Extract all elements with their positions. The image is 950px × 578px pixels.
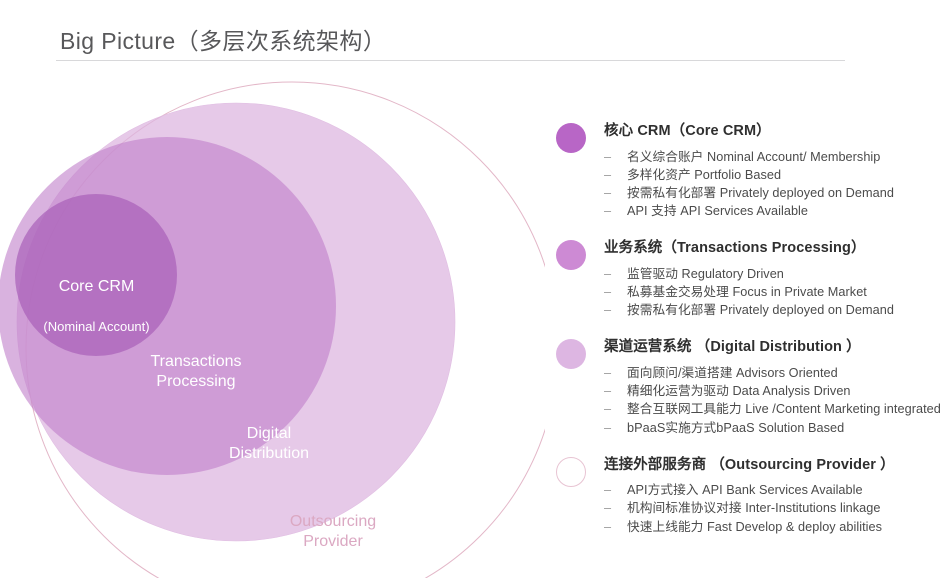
legend-list-item: –私募基金交易处理 Focus in Private Market [604, 283, 950, 301]
bullet-dash-icon: – [604, 365, 612, 380]
legend-heading: 渠道运营系统 （Digital Distribution ） [604, 339, 861, 356]
legend-group: 业务系统（Transactions Processing）–监管驱动 Regul… [556, 233, 950, 319]
nested-circles-diagram: Core CRM (Nominal Account) Transactions … [0, 62, 545, 578]
legend-heading: 核心 CRM（Core CRM） [604, 123, 771, 139]
legend-list-item: –按需私有化部署 Privately deployed on Demand [604, 184, 950, 202]
bullet-dash-icon: – [604, 384, 612, 399]
legend-group: 渠道运营系统 （Digital Distribution ）–面向顾问/渠道搭建… [556, 332, 950, 436]
legend-list-item-text: 面向顾问/渠道搭建 Advisors Oriented [627, 365, 838, 380]
legend-list-item: –名义综合账户 Nominal Account/ Membership [604, 148, 950, 166]
legend-heading: 连接外部服务商 （Outsourcing Provider ） [604, 456, 895, 473]
legend-list-item-text: 整合互联网工具能力 Live /Content Marketing integr… [627, 402, 941, 417]
legend-list-item-text: 按需私有化部署 Privately deployed on Demand [627, 185, 894, 200]
legend-list-item: –监管驱动 Regulatory Driven [604, 265, 950, 283]
circle-core-crm [15, 194, 177, 356]
bullet-dash-icon: – [604, 402, 612, 417]
bullet-dash-icon: – [604, 519, 612, 534]
bullet-dash-icon: – [604, 149, 612, 164]
bullet-dash-icon: – [604, 285, 612, 300]
legend-list-item-text: API方式接入 API Bank Services Available [627, 483, 863, 498]
legend-item-list: –API方式接入 API Bank Services Available–机构间… [604, 481, 950, 536]
legend-list-item: –整合互联网工具能力 Live /Content Marketing integ… [604, 400, 950, 418]
legend-item-list: –名义综合账户 Nominal Account/ Membership–多样化资… [604, 148, 950, 221]
legend-list-item-text: API 支持 API Services Available [627, 204, 809, 219]
legend-list-item-text: 名义综合账户 Nominal Account/ Membership [627, 149, 881, 164]
legend-list-item: –快速上线能力 Fast Develop & deploy abilities [604, 518, 950, 536]
page-title: Big Picture（多层次系统架构） [60, 28, 387, 54]
legend-group: 核心 CRM（Core CRM）–名义综合账户 Nominal Account/… [556, 116, 950, 220]
legend-color-dot-icon [556, 339, 586, 370]
legend-list-item-text: 精细化运营为驱动 Data Analysis Driven [627, 384, 851, 399]
bullet-dash-icon: – [604, 266, 612, 281]
bullet-dash-icon: – [604, 185, 612, 200]
legend-heading: 业务系统（Transactions Processing） [604, 240, 866, 257]
legend-list-item-text: 快速上线能力 Fast Develop & deploy abilities [627, 519, 883, 534]
legend-list-item-text: bPaaS实施方式bPaaS Solution Based [627, 420, 845, 435]
legend-list-item: –面向顾问/渠道搭建 Advisors Oriented [604, 364, 950, 382]
legend-color-dot-icon [556, 240, 586, 271]
legend-group-body: 连接外部服务商 （Outsourcing Provider ）–API方式接入 … [604, 450, 950, 536]
legend-list-item-text: 监管驱动 Regulatory Driven [627, 266, 784, 281]
legend-list-item: –精细化运营为驱动 Data Analysis Driven [604, 382, 950, 400]
bullet-dash-icon: – [604, 420, 612, 435]
legend-list-item: –API 支持 API Services Available [604, 202, 950, 220]
bullet-dash-icon: – [604, 303, 612, 318]
bullet-dash-icon: – [604, 483, 612, 498]
legend-panel: 核心 CRM（Core CRM）–名义综合账户 Nominal Account/… [556, 116, 950, 549]
legend-list-item: –bPaaS实施方式bPaaS Solution Based [604, 419, 950, 437]
bullet-dash-icon: – [604, 204, 612, 219]
bullet-dash-icon: – [604, 167, 612, 182]
bullet-dash-icon: – [604, 501, 612, 516]
legend-group-body: 核心 CRM（Core CRM）–名义综合账户 Nominal Account/… [604, 116, 950, 220]
legend-group: 连接外部服务商 （Outsourcing Provider ）–API方式接入 … [556, 450, 950, 536]
legend-group-body: 业务系统（Transactions Processing）–监管驱动 Regul… [604, 233, 950, 319]
legend-list-item-text: 私募基金交易处理 Focus in Private Market [627, 285, 867, 300]
legend-group-body: 渠道运营系统 （Digital Distribution ）–面向顾问/渠道搭建… [604, 332, 950, 436]
legend-list-item-text: 按需私有化部署 Privately deployed on Demand [627, 303, 894, 318]
legend-list-item-text: 机构间标准协议对接 Inter-Institutions linkage [627, 501, 881, 516]
legend-color-dot-icon [556, 123, 586, 153]
legend-item-list: –监管驱动 Regulatory Driven–私募基金交易处理 Focus i… [604, 265, 950, 320]
title-divider [56, 60, 845, 61]
legend-list-item: –多样化资产 Portfolio Based [604, 166, 950, 184]
page-header: Big Picture（多层次系统架构） [0, 0, 950, 62]
legend-list-item: –API方式接入 API Bank Services Available [604, 481, 950, 499]
legend-item-list: –面向顾问/渠道搭建 Advisors Oriented–精细化运营为驱动 Da… [604, 364, 950, 437]
legend-color-dot-icon [556, 456, 586, 487]
legend-list-item-text: 多样化资产 Portfolio Based [627, 167, 782, 182]
legend-list-item: –机构间标准协议对接 Inter-Institutions linkage [604, 499, 950, 517]
legend-list-item: –按需私有化部署 Privately deployed on Demand [604, 301, 950, 319]
